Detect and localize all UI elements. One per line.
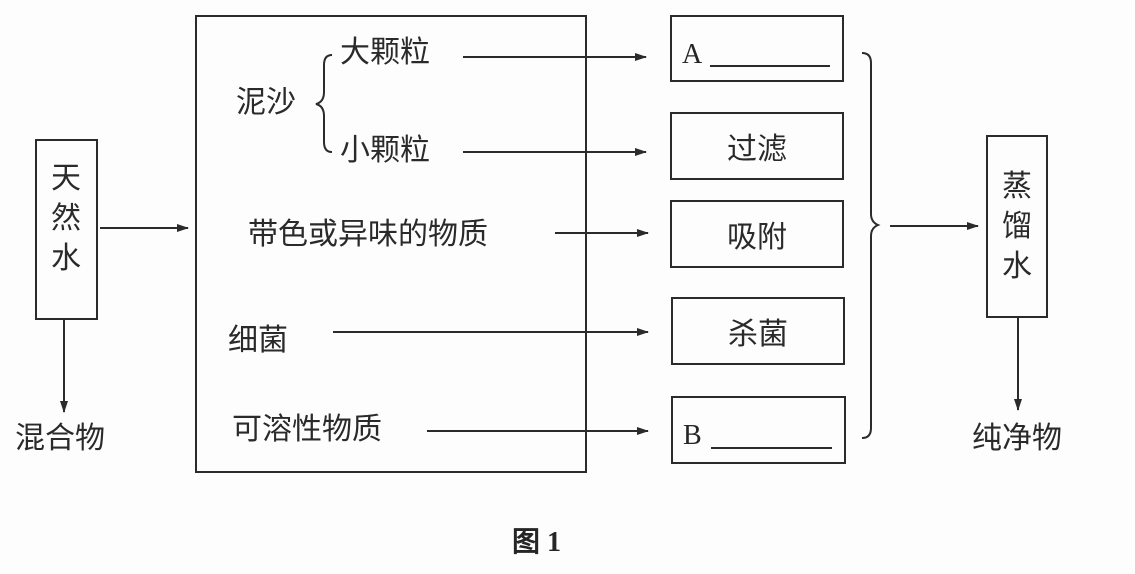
distilled-water-char: 馏 [1002,208,1032,244]
distilled-water-char: 水 [1002,248,1032,284]
mixture-label: 混合物 [15,421,105,456]
soluble-substances-label: 可溶性物质 [232,412,382,447]
process-box-A: A [670,15,844,82]
bacteria-label: 细菌 [228,323,288,358]
distilled-water-box: 蒸 馏 水 [986,135,1048,318]
colored-odorous-label: 带色或异味的物质 [248,217,488,252]
natural-water-box: 天 然 水 [35,139,98,320]
process-B-label: B [683,420,702,451]
natural-water-char: 然 [51,200,81,236]
silt-brace [315,54,333,153]
silt-label: 泥沙 [236,85,296,120]
distilled-water-char: 蒸 [1002,169,1032,204]
process-A-label: A [682,39,703,70]
natural-water-char: 水 [51,240,81,276]
processes-brace [861,52,881,439]
process-filter-label: 过滤 [727,132,787,167]
process-adsorb-label: 吸附 [727,220,787,255]
impurities-box [195,15,587,473]
process-box-adsorb: 吸附 [670,200,844,268]
small-particles-label: 小颗粒 [340,133,430,168]
figure-caption: 图 1 [512,527,562,558]
process-sterilize-label: 杀菌 [728,317,788,352]
natural-water-char: 天 [51,161,81,196]
process-box-B: B [671,396,846,464]
answer-blank-B[interactable] [711,447,832,449]
large-particles-label: 大颗粒 [340,35,430,70]
pure-substance-label: 纯净物 [972,421,1062,456]
process-box-sterilize: 杀菌 [671,297,845,365]
process-box-filter: 过滤 [670,112,844,180]
answer-blank-A[interactable] [710,65,830,67]
